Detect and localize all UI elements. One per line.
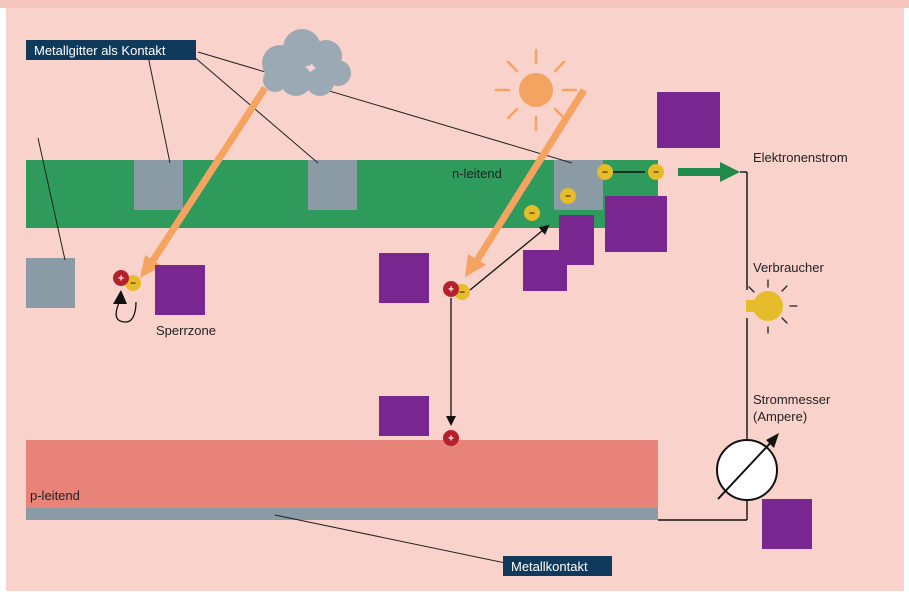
hole-icon: + [443,281,459,297]
svg-text:−: − [529,209,535,220]
electron-icon: − [524,205,540,221]
light-rays [140,86,587,278]
electron-icon: − [560,188,576,204]
metal-grid-contact [134,160,183,210]
electron-icon: − [648,164,664,180]
p-layer-label: p-leitend [30,488,80,503]
charge-paths [115,224,550,426]
svg-text:+: + [448,434,454,445]
metal-grid-contact [26,258,75,308]
electron-icon: − [597,164,613,180]
metal-contact-label: Metallkontakt [511,559,588,574]
electron-icon: − [125,275,141,291]
consumer-label: Verbraucher [753,260,824,275]
svg-text:−: − [565,192,571,203]
redaction-blocks [155,92,812,549]
redaction-block [155,265,205,315]
redaction-block [523,250,567,291]
light-ray-sun [473,88,587,264]
light-ray-cloud [149,86,268,264]
electrons: − − − − − − [125,164,664,300]
frame-top-band [0,0,909,8]
redaction-block [605,196,667,252]
electron-current-arrow [678,162,740,182]
ammeter-label: Strommesser [753,392,831,407]
metal-grid-tag [26,40,196,60]
n-layer-label: n-leitend [452,166,502,181]
metal-grid-contact [554,160,603,210]
svg-text:−: − [130,279,136,290]
light-bulb-icon [746,279,798,334]
metal-grid-label: Metallgitter als Kontakt [34,43,166,58]
back-metal-contact [26,508,658,520]
svg-text:+: + [448,285,454,296]
electron-current-label: Elektronenstrom [753,150,848,165]
svg-text:−: − [602,168,608,179]
recombination-arrow-head [113,290,127,304]
redaction-block [762,499,812,549]
external-circuit [612,171,748,521]
metal-contact-tag [503,556,612,576]
redaction-block [657,92,720,148]
hole-icon: + [113,270,129,286]
svg-text:−: − [459,288,465,299]
ammeter-unit-label: (Ampere) [753,409,807,424]
p-layer [26,440,658,510]
redaction-block [379,396,429,436]
hole-icon: + [443,430,459,446]
ammeter-icon [716,433,779,501]
light-ray-cloud-head [140,255,162,278]
cloud-icon [262,29,351,96]
leader-lines [37,51,573,565]
metal-grid-contact [308,160,357,210]
redaction-block [379,253,429,303]
sun-icon [494,48,578,132]
light-ray-sun-head [465,254,486,277]
holes: + + + [113,270,459,446]
svg-text:−: − [653,168,659,179]
svg-text:+: + [118,274,124,285]
depletion-zone-label: Sperrzone [156,323,216,338]
